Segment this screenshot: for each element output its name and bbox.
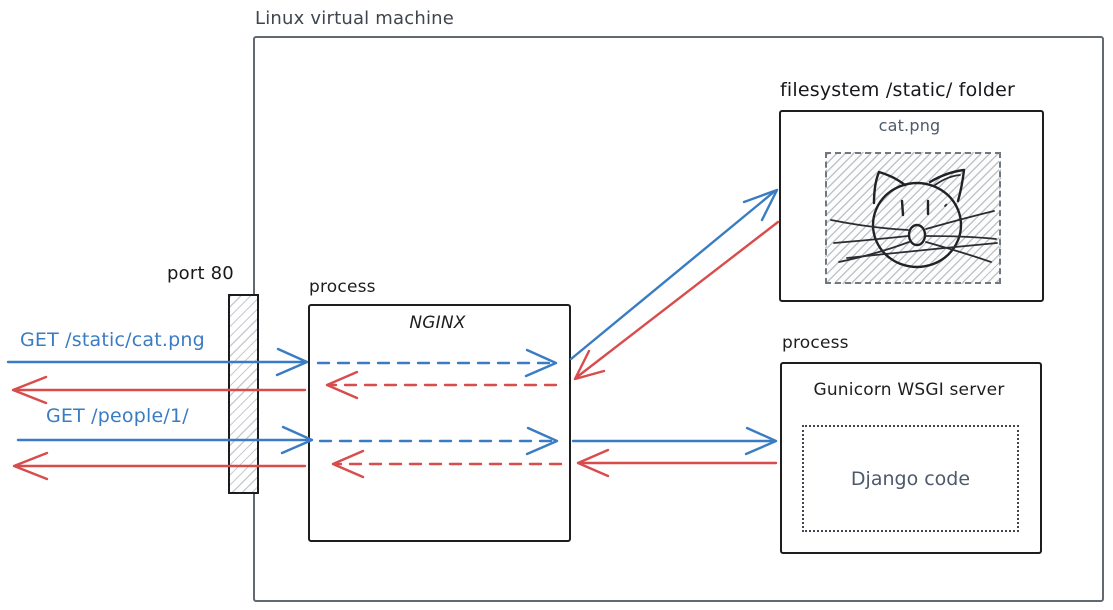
nginx-process-label: process (309, 277, 376, 297)
cat-drawing-icon (830, 168, 998, 269)
port-80-label: port 80 (167, 263, 234, 284)
cat-file-label: cat.png (878, 116, 941, 135)
gunicorn-title: Gunicorn WSGI server (813, 380, 1005, 400)
static-request-label: GET /static/cat.png (20, 329, 205, 351)
gunicorn-process-label: process (782, 333, 849, 353)
django-code-label: Django code (850, 467, 971, 490)
filesystem-title: filesystem /static/ folder (780, 79, 1016, 101)
nginx-box (308, 304, 571, 542)
cat-image-frame (825, 152, 1001, 284)
people-request-label: GET /people/1/ (46, 405, 189, 427)
django-code-box: Django code (802, 425, 1019, 532)
nginx-title: NGINX (409, 313, 466, 333)
port-80-socket (228, 294, 259, 494)
linux-vm-label: Linux virtual machine (255, 8, 455, 29)
